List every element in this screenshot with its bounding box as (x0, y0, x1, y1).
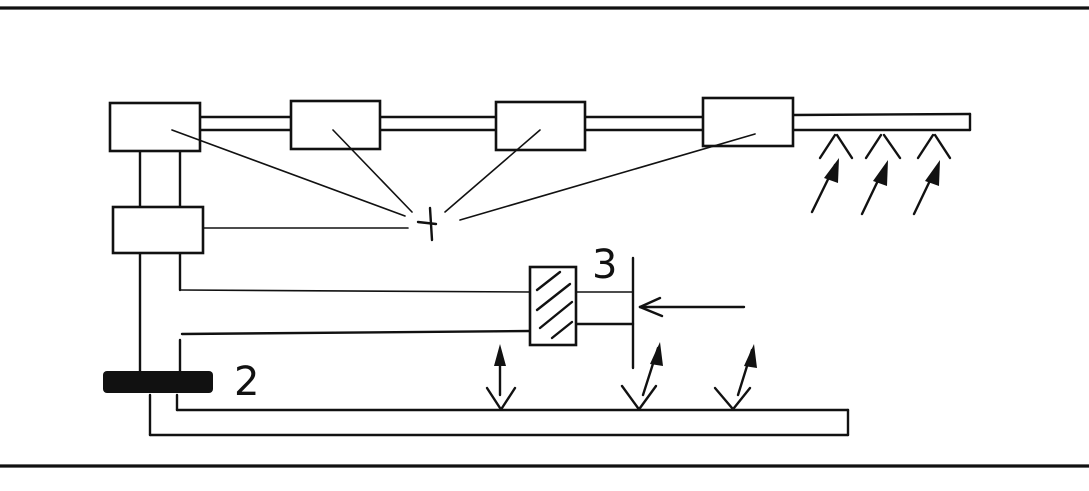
unit-box-4 (701, 96, 795, 148)
unit-box-3 (494, 100, 587, 152)
leader-lines-label-1 (171, 129, 756, 229)
conveyor-lines (179, 289, 635, 336)
incoming-arrow (638, 296, 746, 318)
label-3-text: 3 (592, 242, 617, 288)
top-nozzle-3 (912, 133, 952, 216)
bottom-pipe (148, 408, 850, 437)
label-1-mark (416, 206, 438, 242)
top-pipe (198, 112, 972, 132)
top-nozzle-2 (860, 133, 902, 216)
flange-bar (103, 371, 213, 393)
bottom-nozzle-3 (713, 344, 757, 410)
filter-block (528, 265, 578, 347)
unit-box-2 (289, 99, 382, 151)
bottom-nozzle-1 (485, 344, 517, 410)
unit-box-1 (108, 101, 202, 153)
unit-box-5 (111, 205, 205, 255)
label-2-text: 2 (234, 359, 259, 405)
top-nozzle-1 (810, 133, 854, 214)
bottom-nozzle-2 (620, 342, 663, 410)
left-vertical-pipe (138, 148, 182, 437)
